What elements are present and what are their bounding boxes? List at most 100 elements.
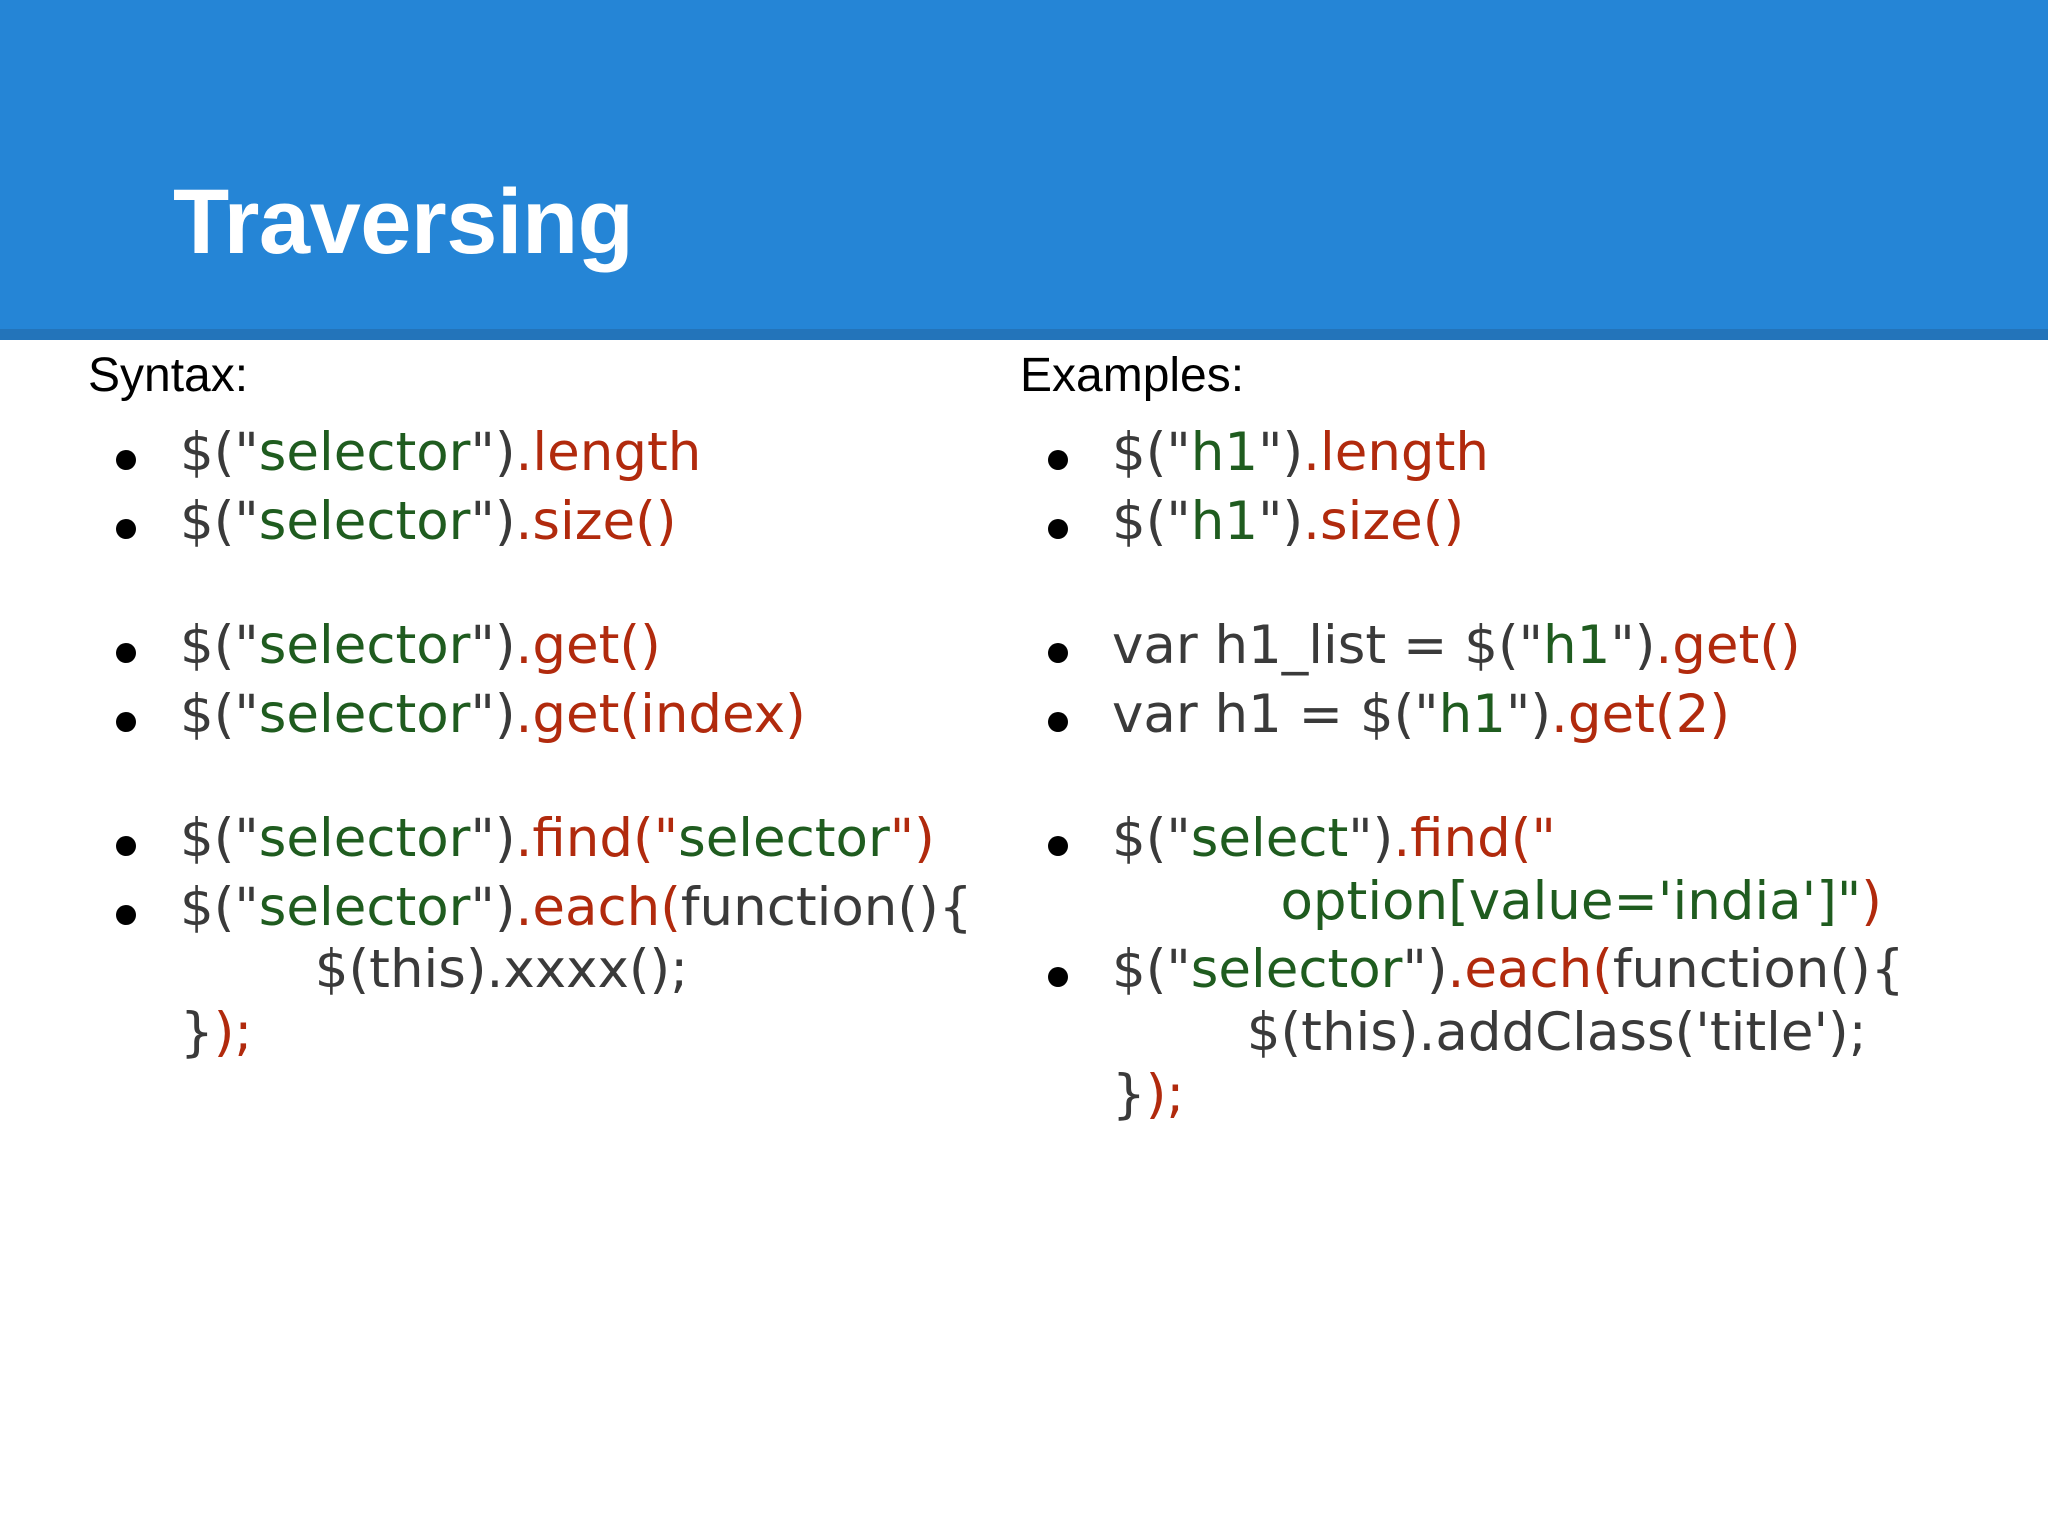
list-item: $("select").find(" option[value='india']… <box>1020 808 2030 933</box>
page-title: Traversing <box>173 171 634 273</box>
bullet-point-icon <box>116 904 136 925</box>
list-item: var h1 = $("h1").get(2) <box>1020 684 2030 747</box>
code-token-string: selector <box>258 808 471 870</box>
code-token-method: .get(2) <box>1551 683 1730 745</box>
slide-content: Syntax: $("selector").length$("selector"… <box>0 352 2048 1536</box>
code-token-plain: $(" <box>180 808 259 870</box>
bullet-point-icon <box>1048 836 1068 857</box>
code-token-method: .size() <box>1303 490 1465 552</box>
code-token-method: ) <box>1861 870 1882 932</box>
code-token-plain: ") <box>470 808 516 870</box>
code-line: $("selector").each(function(){ <box>1112 939 2030 1002</box>
code-token-plain: } <box>180 1001 214 1063</box>
code-token-method: .each( <box>1447 939 1613 1001</box>
code-token-string: h1 <box>1190 422 1259 483</box>
code-token-string: selector <box>258 683 471 745</box>
code-token-method: .get(index) <box>515 683 806 745</box>
bullet-point-icon <box>1048 518 1068 539</box>
code-line: $("selector").size() <box>180 491 1018 554</box>
bullet-point-icon <box>1048 643 1068 664</box>
code-token-string: selector <box>258 876 471 938</box>
list-item: $("selector").find("selector") <box>88 808 1018 871</box>
bullet-point-icon <box>116 643 136 664</box>
examples-column: Examples: $("h1").length$("h1").size()va… <box>1020 352 2030 1133</box>
list-item: $("h1").length <box>1020 422 2030 485</box>
code-line: $("selector").find("selector") <box>180 808 1018 871</box>
code-line: option[value='india']") <box>1112 871 2030 934</box>
list-item: var h1_list = $("h1").get() <box>1020 615 2030 678</box>
syntax-column: Syntax: $("selector").length$("selector"… <box>88 352 1018 1070</box>
code-token-string: h1 <box>1190 490 1259 552</box>
list-item: $("selector").each(function(){ $(this).a… <box>1020 939 2030 1127</box>
code-token-string: selector <box>258 615 471 677</box>
code-line: }); <box>1112 1064 2030 1127</box>
code-token-plain: $(" <box>180 876 259 938</box>
code-line: $("selector").each(function(){ <box>180 877 1018 940</box>
code-token-method: .get() <box>1655 615 1801 677</box>
bullet-point-icon <box>1048 967 1068 988</box>
code-token-method: ); <box>213 1001 253 1063</box>
code-line: $(this).addClass('title'); <box>1112 1002 2030 1065</box>
code-token-plain: function(){ <box>1612 939 1905 1001</box>
code-line: $("h1").length <box>1112 422 2030 485</box>
code-token-plain: ") <box>470 422 516 483</box>
code-token-plain: ") <box>470 876 516 938</box>
bullet-point-icon <box>116 518 136 539</box>
list-item: $("selector").length <box>88 422 1018 485</box>
code-line: $("selector").length <box>180 422 1018 485</box>
code-token-method: .find(" <box>1393 808 1556 870</box>
code-token-plain: $(this).addClass('title'); <box>1112 1001 1867 1063</box>
code-token-method: .get() <box>515 615 661 677</box>
code-token-plain: ") <box>1505 683 1552 745</box>
code-token-plain: ") <box>470 683 516 745</box>
bullet-point-icon <box>116 836 136 857</box>
list-item: $("h1").size() <box>1020 491 2030 554</box>
list-item: $("selector").get(index) <box>88 684 1018 747</box>
code-token-string: h1 <box>1543 615 1611 677</box>
code-token-plain: ") <box>1348 808 1394 870</box>
code-token-plain: $(" <box>1112 490 1191 552</box>
code-line: $("h1").size() <box>1112 491 2030 554</box>
code-line: var h1 = $("h1").get(2) <box>1112 684 2030 747</box>
code-line: $("selector").get(index) <box>180 684 1018 747</box>
code-token-plain: $(this).xxxx(); <box>180 939 689 1001</box>
code-line: $("selector").get() <box>180 615 1018 678</box>
code-token-method: ") <box>889 808 935 870</box>
code-token-plain: ") <box>1258 490 1304 552</box>
code-line: }); <box>180 1002 1018 1065</box>
list-item: $("selector").each(function(){ $(this).x… <box>88 877 1018 1065</box>
code-line: $("select").find(" <box>1112 808 2030 871</box>
code-token-method: ); <box>1145 1064 1185 1126</box>
code-token-string: h1 <box>1438 683 1506 745</box>
bullet-point-icon <box>116 450 136 470</box>
code-token-string: select <box>1190 808 1349 870</box>
code-token-method: .length <box>515 422 702 483</box>
syntax-heading: Syntax: <box>88 349 249 402</box>
code-token-method: .size() <box>515 490 677 552</box>
code-token-plain: var h1 = $(" <box>1112 683 1439 745</box>
examples-heading: Examples: <box>1020 349 1245 402</box>
code-token-method: .find(" <box>515 808 679 870</box>
code-line: var h1_list = $("h1").get() <box>1112 615 2030 678</box>
list-item: $("selector").get() <box>88 615 1018 678</box>
code-token-plain: ") <box>470 490 516 552</box>
code-token-plain: $(" <box>180 683 259 745</box>
code-token-plain: $(" <box>1112 422 1191 483</box>
list-item: $("selector").size() <box>88 491 1018 554</box>
code-token-string: selector <box>678 808 890 870</box>
bullet-point-icon <box>116 711 136 732</box>
code-token-string: selector <box>258 490 471 552</box>
code-token-plain: $(" <box>1112 808 1191 870</box>
code-token-plain: $(" <box>1112 939 1191 1001</box>
code-token-plain: $(" <box>180 422 259 483</box>
title-banner: Traversing <box>0 0 2048 340</box>
code-token-plain: function(){ <box>680 876 973 938</box>
syntax-bullet-list: $("selector").length$("selector").size()… <box>88 422 1018 1064</box>
code-token-plain: $(" <box>180 615 259 677</box>
bullet-point-icon <box>1048 711 1068 732</box>
code-token-plain: ") <box>470 615 516 677</box>
code-line: $(this).xxxx(); <box>180 939 1018 1002</box>
code-token-plain: ") <box>1258 422 1304 483</box>
code-token-plain: ") <box>1610 615 1656 677</box>
code-token-method: .each( <box>515 876 681 938</box>
